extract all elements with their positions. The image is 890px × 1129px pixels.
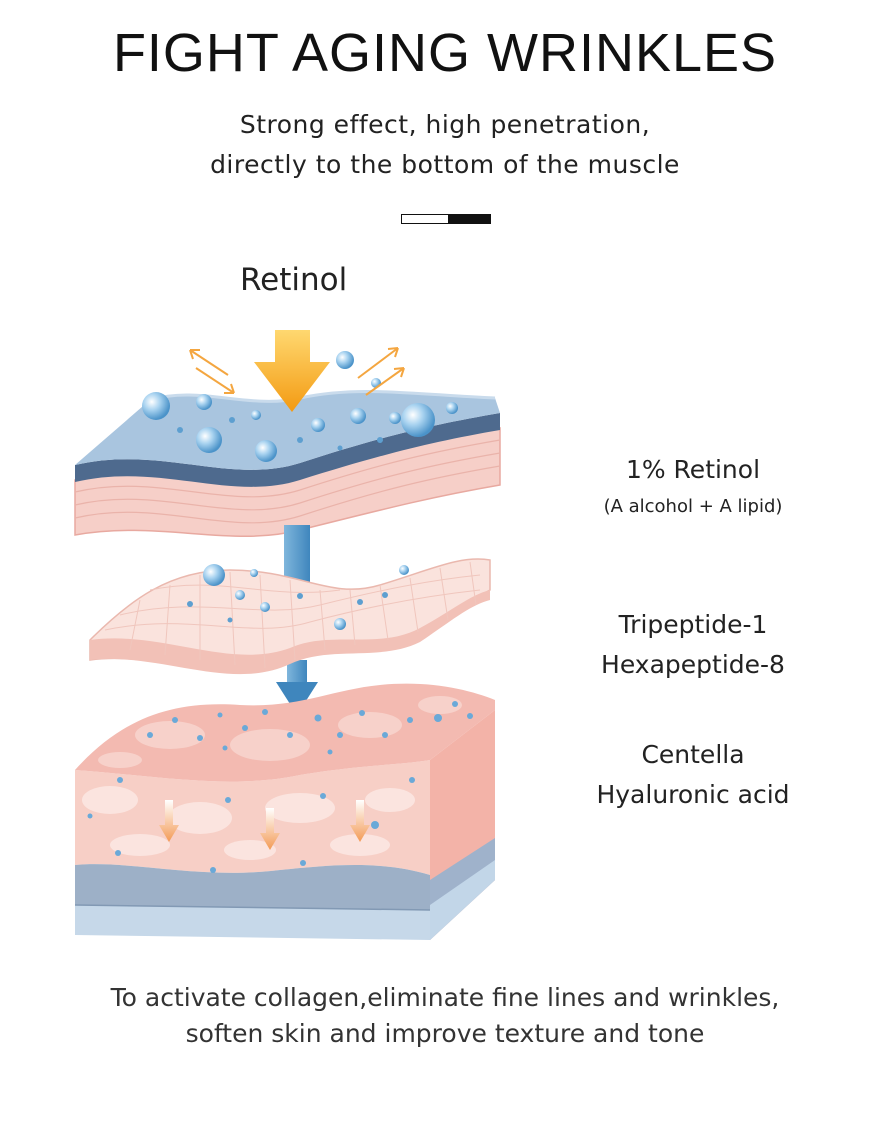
radiating-arrows-left xyxy=(189,349,235,394)
section-divider xyxy=(401,214,491,224)
serum-bubbles-top xyxy=(142,351,458,462)
layer3-label-line1: Centella xyxy=(641,740,745,769)
retinol-heading: Retinol xyxy=(240,262,348,298)
layer2-label-line2: Hexapeptide-8 xyxy=(601,650,785,679)
layer3-label-line2: Hyaluronic acid xyxy=(596,780,790,809)
serum-bubbles-deep xyxy=(87,701,473,873)
dermis-layer xyxy=(89,558,491,675)
page-title: FIGHT AGING WRINKLES xyxy=(112,23,778,83)
radiating-arrows-right xyxy=(357,347,405,396)
layer2-label-line1: Tripeptide-1 xyxy=(618,610,768,639)
retinol-penetration-arrow xyxy=(254,330,330,412)
hypodermis-block xyxy=(74,683,495,940)
subtitle-line-2: directly to the bottom of the muscle xyxy=(210,150,680,179)
epidermis-layer xyxy=(74,390,501,538)
benefit-line-2: soften skin and improve texture and tone xyxy=(185,1019,705,1048)
subtitle-line-1: Strong effect, high penetration, xyxy=(239,110,651,139)
layer1-label-line2: (A alcohol + A lipid) xyxy=(603,496,783,517)
layer1-label-line1: 1% Retinol xyxy=(625,455,761,484)
collagen-arrows xyxy=(159,800,370,850)
benefit-line-1: To activate collagen,eliminate fine line… xyxy=(110,983,780,1012)
